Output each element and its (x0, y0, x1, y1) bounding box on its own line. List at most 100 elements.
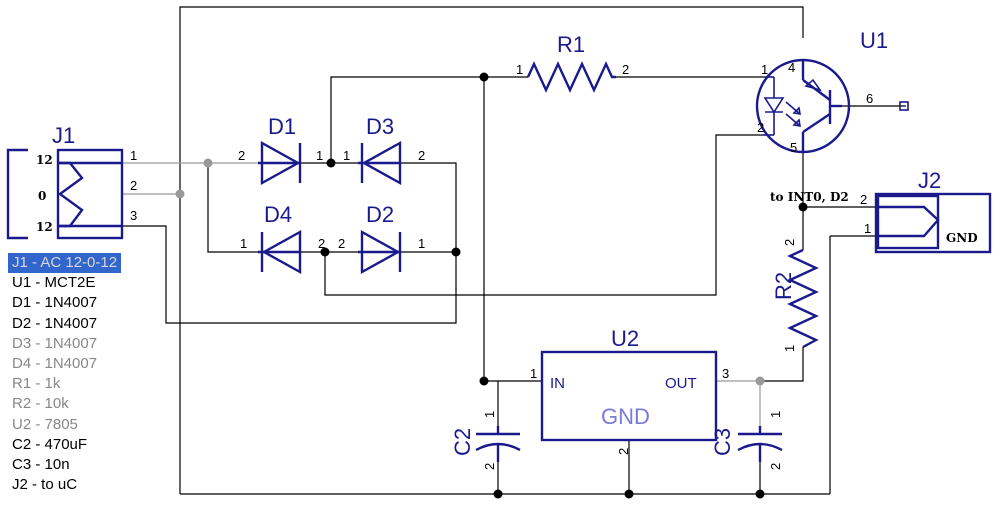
d1-pin: 2 (238, 148, 245, 163)
j1-pin-label: 0 (38, 189, 46, 203)
d1-ref: D1 (268, 114, 296, 139)
u2-gnd-label: GND (601, 404, 650, 429)
d2-triangle (360, 229, 401, 275)
d1-triangle (260, 140, 301, 186)
d1-diode[interactable]: D1 2 1 (238, 114, 323, 186)
c3-capacitor[interactable]: C3 1 2 (710, 411, 783, 470)
j2-ref: J2 (918, 168, 941, 193)
j1-ref: J1 (52, 123, 75, 148)
j1-bracket (6, 148, 28, 240)
c3-pin: 2 (768, 463, 783, 470)
r1-zigzag (526, 61, 616, 93)
u1-pin6-terminal (899, 101, 909, 111)
j2-connector[interactable]: J2 2 1 GND (860, 168, 992, 254)
junction (493, 489, 503, 499)
j2-contacts (878, 205, 940, 238)
u1-light-arrow (785, 101, 801, 115)
d4-pin: 1 (240, 236, 247, 251)
j2-pin: 1 (864, 221, 871, 236)
j2-frame (874, 192, 992, 254)
u2-ref: U2 (611, 326, 639, 351)
wire-ac1-d4 (207, 163, 258, 253)
d4-diode[interactable]: D4 1 2 (240, 202, 325, 275)
j1-pin-number: 1 (130, 148, 137, 163)
wire-r2-bottom (760, 347, 804, 382)
junction (479, 72, 489, 82)
j1-winding (57, 161, 84, 228)
junction (326, 158, 336, 168)
u2-pin: 3 (722, 366, 729, 381)
u1-light-arrow (785, 113, 801, 127)
r2-resistor[interactable]: R2 2 1 (771, 239, 819, 352)
bom-item[interactable]: D1 - 1N4007 (12, 294, 98, 312)
u1-pin: 2 (757, 120, 764, 135)
d3-pin: 1 (343, 148, 350, 163)
j2-pin: 2 (860, 192, 867, 207)
d2-diode[interactable]: D2 2 1 (338, 202, 425, 275)
r2-zigzag (787, 248, 819, 349)
u1-pin: 1 (761, 62, 768, 77)
wire-dc-negative (324, 134, 762, 296)
r1-pin: 1 (516, 62, 523, 77)
r1-resistor[interactable]: R1 1 2 (516, 32, 629, 93)
wire-j1-pin3 (122, 225, 457, 324)
junction (203, 158, 213, 168)
bom-item[interactable]: U2 - 7805 (12, 415, 78, 433)
bom-item[interactable]: C3 - 10n (12, 456, 70, 474)
u1-optocoupler[interactable]: U1 1 4 6 2 5 (755, 28, 909, 155)
d3-diode[interactable]: D3 1 2 (343, 114, 425, 186)
j1-pin-label: 12 (36, 153, 53, 167)
u2-regulator[interactable]: U2 IN OUT GND 1 3 2 (530, 326, 729, 455)
u1-pin: 4 (788, 60, 795, 75)
r1-pin: 2 (622, 62, 629, 77)
u1-ref: U1 (860, 28, 888, 53)
r1-ref: R1 (557, 32, 585, 57)
wire-frame-top (179, 6, 804, 494)
junction (479, 376, 489, 386)
j1-pin-label: 12 (36, 220, 53, 234)
bom-item[interactable]: R1 - 1k (12, 375, 61, 393)
c3-ref: C3 (710, 428, 735, 456)
j2-body (876, 194, 940, 250)
u2-body (540, 350, 718, 442)
bom-item[interactable]: D2 - 1N4007 (12, 314, 98, 332)
u2-pin: 2 (616, 448, 631, 455)
wire-d3-right (400, 162, 457, 252)
junction (175, 189, 185, 199)
j1-pin-number: 3 (130, 208, 137, 223)
bom-item[interactable]: U1 - MCT2E (12, 274, 96, 292)
d4-triangle (261, 229, 302, 275)
j1-connector[interactable]: J1 12 0 12 1 2 3 (6, 123, 137, 240)
bom-item[interactable]: D3 - 1N4007 (12, 334, 98, 352)
c2-pin: 2 (482, 463, 497, 470)
d4-pin: 2 (318, 236, 325, 251)
c2-pin: 1 (482, 411, 497, 418)
d3-ref: D3 (366, 114, 394, 139)
u1-pin: 6 (866, 91, 873, 106)
d2-pin: 2 (338, 236, 345, 251)
bom-item[interactable]: C2 - 470uF (12, 435, 88, 453)
u1-led (763, 97, 785, 114)
junction (798, 202, 808, 212)
c2-ref: C2 (450, 428, 475, 456)
junction (755, 376, 765, 386)
junction (624, 489, 634, 499)
j2-gnd-label: GND (946, 231, 978, 245)
bom-item[interactable]: D4 - 1N4007 (12, 355, 98, 373)
bom-item[interactable]: R2 - 10k (12, 395, 69, 413)
bom-item[interactable]: J1 - AC 12-0-12 (8, 253, 122, 274)
c2-capacitor[interactable]: C2 1 2 (450, 411, 521, 470)
junctions (175, 72, 808, 499)
d1-pin: 1 (316, 148, 323, 163)
d2-ref: D2 (366, 202, 394, 227)
junction (320, 247, 330, 257)
r2-ref: R2 (771, 272, 796, 300)
r2-pin: 1 (782, 345, 797, 352)
int0-label: to INT0, D2 (770, 190, 849, 204)
u1-pin: 5 (790, 140, 797, 155)
bom-item[interactable]: J2 - to uC (12, 476, 78, 494)
u2-out-label: OUT (665, 375, 697, 392)
wire-dc-positive (330, 76, 484, 163)
